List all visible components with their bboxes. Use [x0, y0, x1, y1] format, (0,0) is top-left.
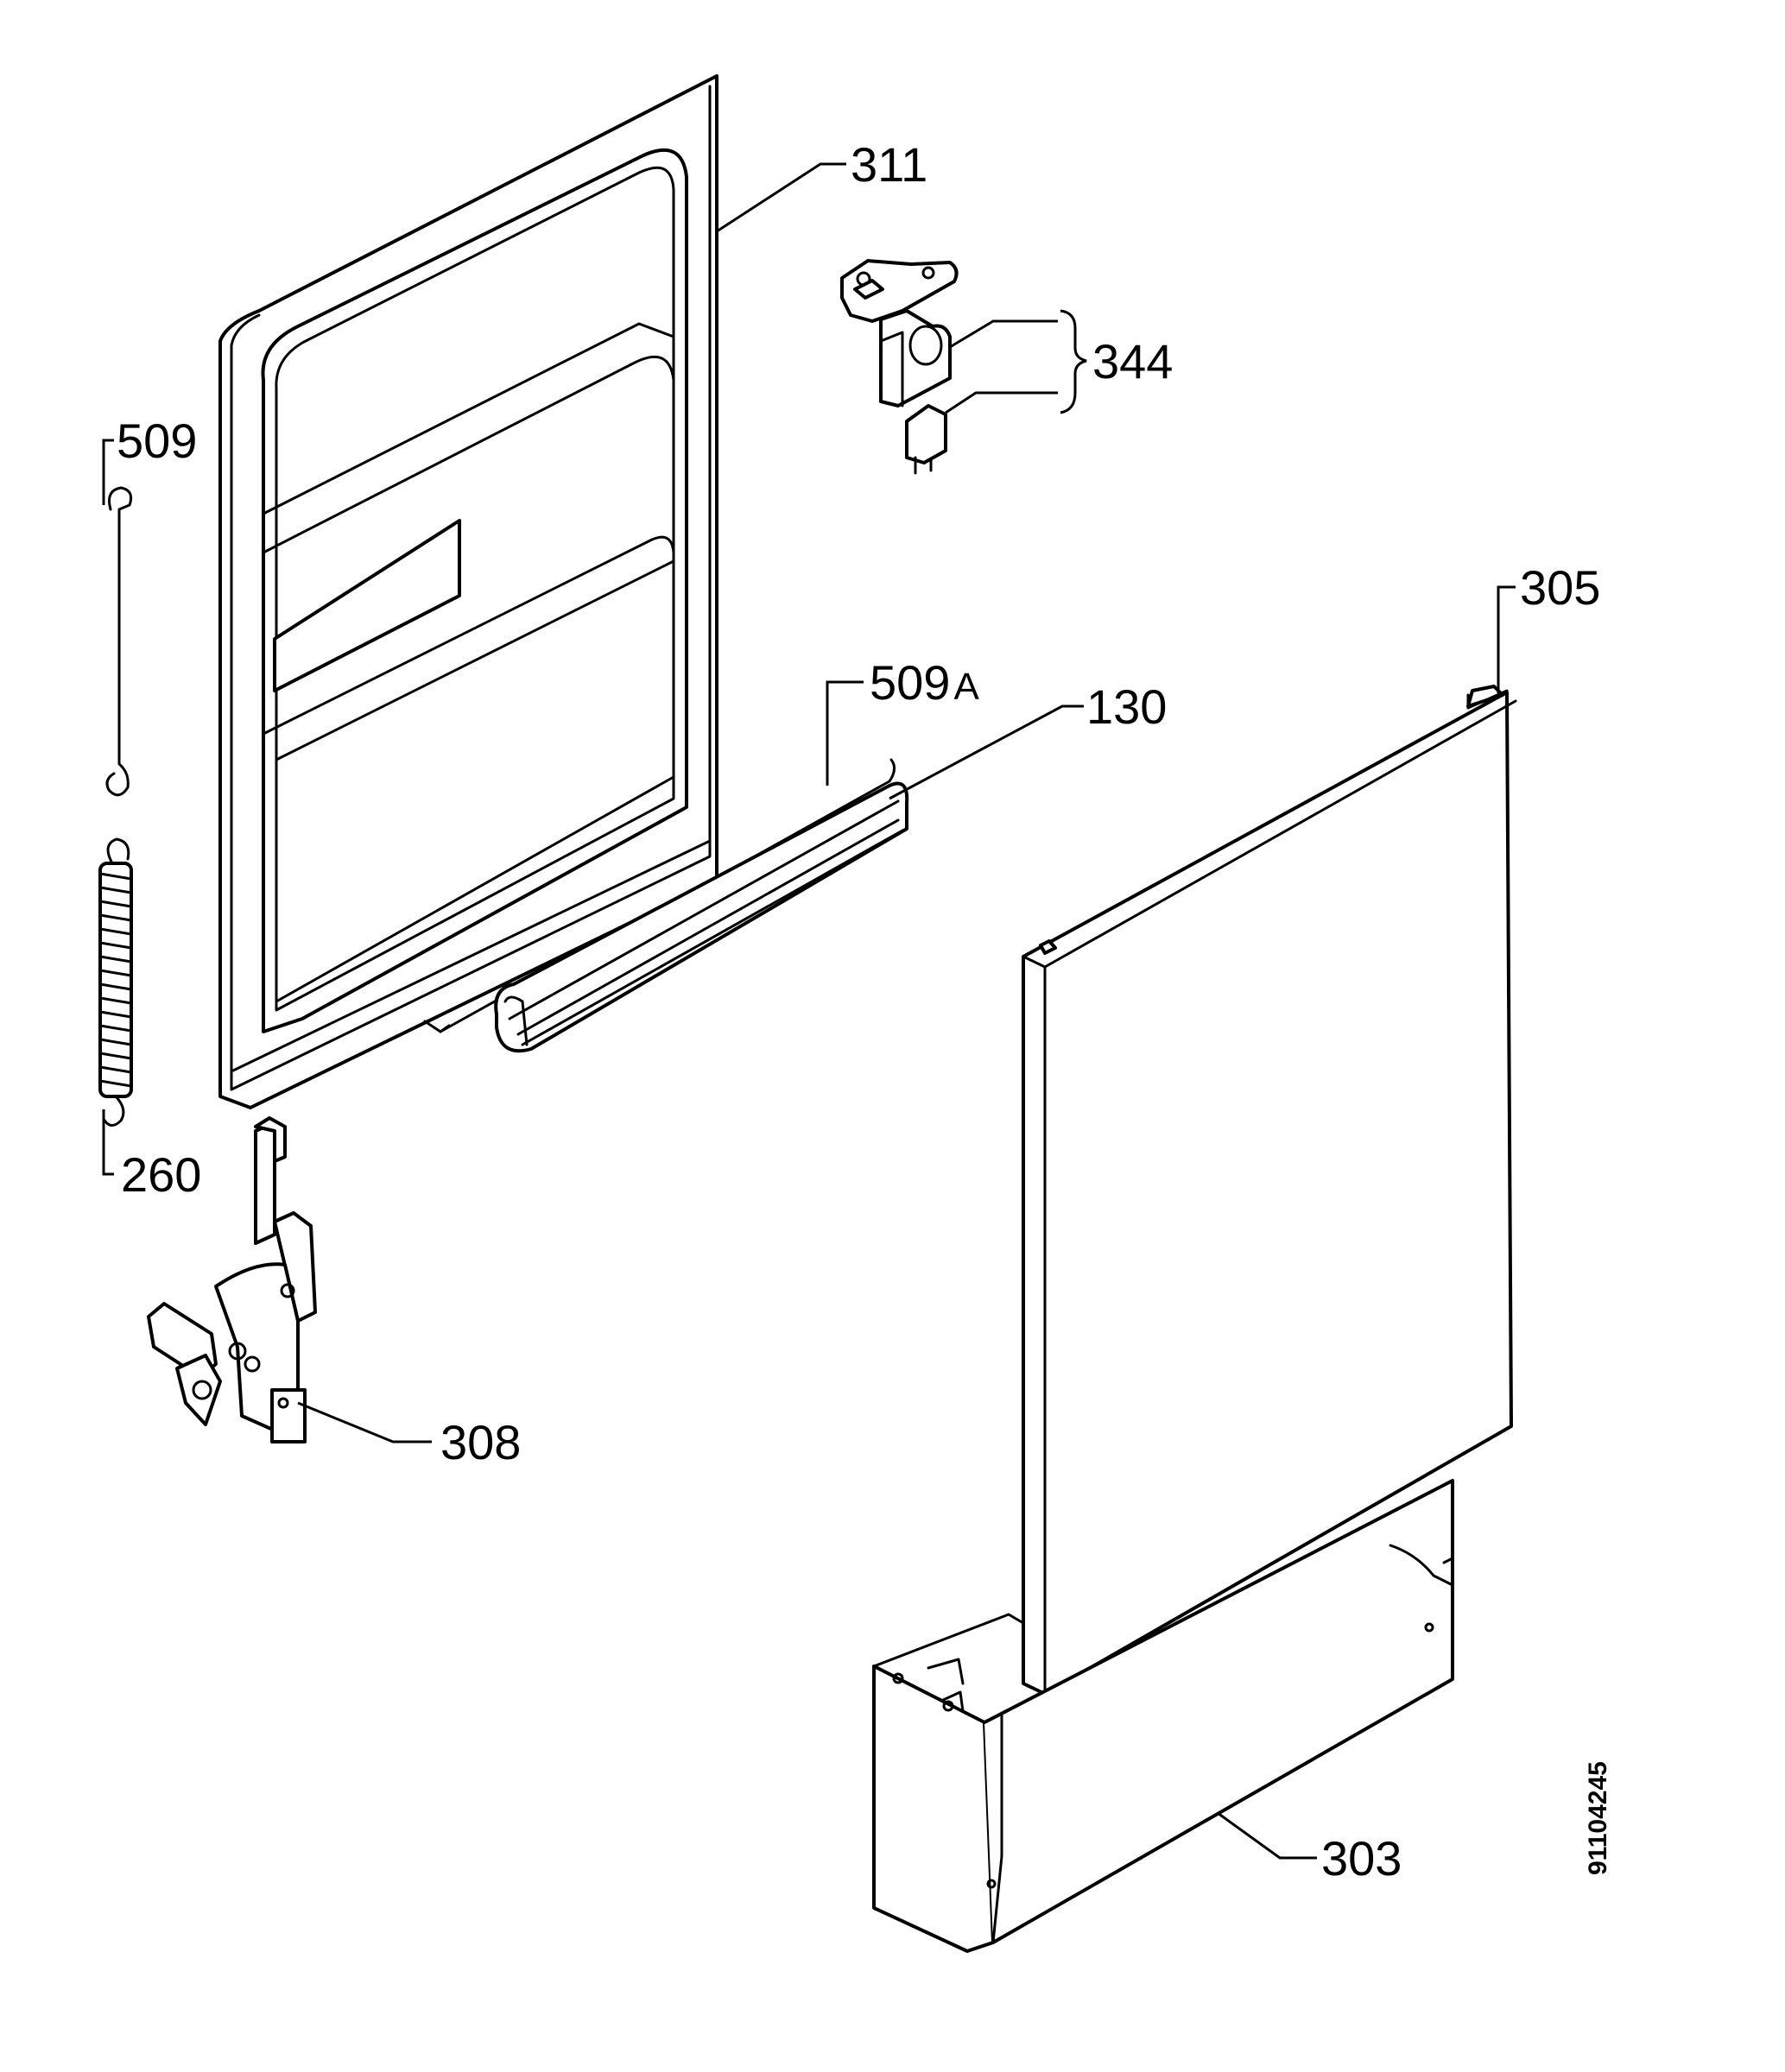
leader-lines [102, 162, 1516, 1860]
callout-130: 130 [1086, 679, 1167, 734]
plinth-kickplate [872, 1479, 1454, 1953]
door-lock-body [840, 259, 959, 407]
inner-door-panel [218, 74, 718, 1109]
door-lock-switch [905, 404, 947, 475]
callout-303: 303 [1321, 1831, 1402, 1886]
door-hinge [147, 1116, 317, 1443]
callout-311: 311 [851, 137, 927, 192]
callout-509a-suffix: A [953, 666, 979, 708]
callout-labels: 311 344 509 509A 130 305 260 308 303 911… [117, 137, 1612, 1886]
callout-509a-number: 509 [870, 655, 950, 710]
outer-door-panel [1022, 685, 1517, 1696]
callout-509: 509 [117, 414, 197, 468]
reference-code: 91104245 [1584, 1761, 1612, 1875]
callout-308: 308 [440, 1415, 521, 1469]
callout-260: 260 [121, 1147, 201, 1202]
door-seal-gasket [494, 781, 909, 1053]
callout-509a: 509A [870, 655, 979, 710]
callout-305: 305 [1520, 560, 1600, 615]
tension-spring [98, 837, 133, 1127]
gasket-rod [423, 758, 896, 1033]
link-rod [105, 486, 133, 797]
callout-344: 344 [1092, 334, 1173, 388]
